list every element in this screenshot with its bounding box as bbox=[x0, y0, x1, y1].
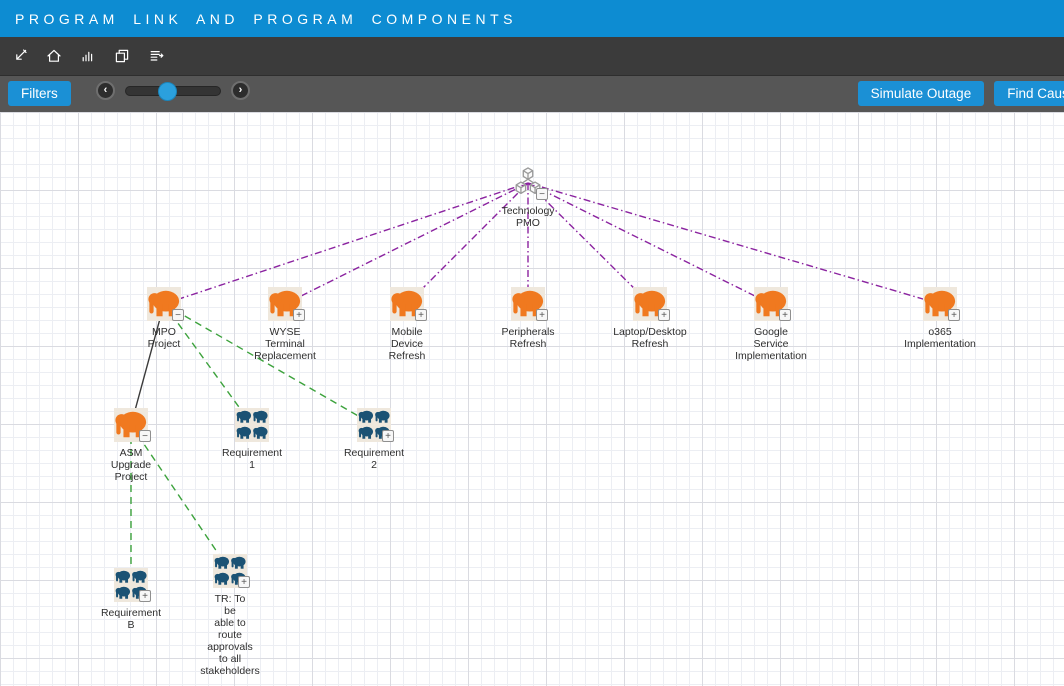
expand-plus-badge[interactable]: + bbox=[382, 430, 394, 442]
requirement-icon bbox=[235, 408, 269, 442]
copy-icon[interactable] bbox=[108, 42, 136, 70]
edge-mpo-req1 bbox=[163, 303, 253, 426]
expand-plus-badge[interactable]: + bbox=[536, 309, 548, 321]
edges-layer bbox=[130, 182, 941, 585]
action-buttons: Simulate Outage Find Causes bbox=[857, 81, 1064, 106]
zoom-in-button[interactable]: › bbox=[231, 81, 250, 100]
find-causes-button[interactable]: Find Causes bbox=[994, 81, 1064, 106]
control-bar: Filters ‹ › Simulate Outage Find Causes bbox=[0, 75, 1064, 112]
zoom-controls: ‹ › bbox=[96, 81, 250, 101]
edge-tech-pmo-mobile bbox=[406, 182, 529, 305]
app-header: PROGRAM LINK AND PROGRAM COMPONENTS bbox=[0, 0, 1064, 37]
collapse-minus-badge[interactable]: − bbox=[139, 430, 151, 442]
simulate-outage-button[interactable]: Simulate Outage bbox=[857, 81, 985, 106]
home-icon[interactable] bbox=[40, 42, 68, 70]
bar-chart-icon[interactable] bbox=[74, 42, 102, 70]
compress-icon[interactable] bbox=[6, 42, 34, 70]
edge-mpo-req2 bbox=[163, 303, 375, 426]
page-title: PROGRAM LINK AND PROGRAM COMPONENTS bbox=[15, 10, 517, 27]
filters-button[interactable]: Filters bbox=[8, 81, 71, 106]
project-icon bbox=[390, 287, 424, 321]
expand-plus-badge[interactable]: + bbox=[139, 590, 151, 602]
expand-plus-badge[interactable]: + bbox=[779, 309, 791, 321]
expand-plus-badge[interactable]: + bbox=[948, 309, 960, 321]
zoom-slider-thumb[interactable] bbox=[158, 81, 177, 101]
edge-tech-pmo-mpo bbox=[163, 182, 529, 305]
legend-icon[interactable] bbox=[142, 42, 170, 70]
edge-tech-pmo-wyse bbox=[284, 182, 529, 305]
collapse-minus-badge[interactable]: − bbox=[536, 188, 548, 200]
edge-tech-pmo-google bbox=[527, 182, 772, 305]
collapse-minus-badge[interactable]: − bbox=[172, 309, 184, 321]
zoom-out-button[interactable]: ‹ bbox=[96, 81, 115, 100]
expand-plus-badge[interactable]: + bbox=[658, 309, 670, 321]
toolbar bbox=[0, 37, 1064, 75]
edge-mpo-asm bbox=[130, 303, 165, 426]
edge-asm-tr bbox=[130, 424, 231, 572]
expand-plus-badge[interactable]: + bbox=[415, 309, 427, 321]
edge-tech-pmo-o365 bbox=[527, 182, 941, 305]
expand-plus-badge[interactable]: + bbox=[238, 576, 250, 588]
zoom-slider[interactable] bbox=[125, 81, 221, 101]
expand-plus-badge[interactable]: + bbox=[293, 309, 305, 321]
